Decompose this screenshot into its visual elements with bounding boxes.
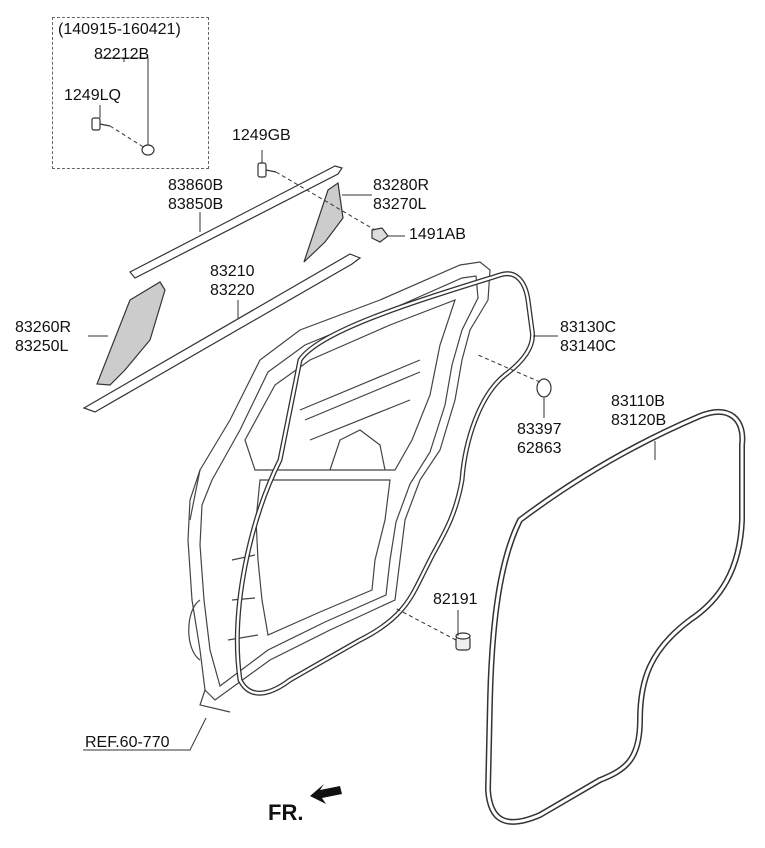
leader-lines <box>83 57 656 751</box>
outer-molding <box>129 165 343 279</box>
part-label-82212b: 82212B <box>94 46 150 63</box>
part-label-83130c: 83130C <box>560 319 617 336</box>
part-label-83260r: 83260R <box>15 319 72 336</box>
reference-label: REF.60-770 <box>85 734 170 751</box>
plug <box>536 378 552 398</box>
belt-molding <box>82 253 362 413</box>
front-garnish <box>96 281 166 386</box>
front-indicator-label: FR. <box>268 800 304 825</box>
part-label-83210: 83210 <box>210 263 255 280</box>
part-label-82191: 82191 <box>433 591 478 608</box>
part-label-1249lq: 1249LQ <box>64 87 121 104</box>
clip <box>371 227 389 243</box>
front-arrow-icon <box>310 784 342 804</box>
optional-part-box <box>52 17 209 169</box>
part-label-83860b: 83860B <box>168 177 224 194</box>
box-screw <box>91 117 111 131</box>
part-label-83850b: 83850B <box>168 196 224 213</box>
part-label-83280r: 83280R <box>373 177 430 194</box>
part-label-83140c: 83140C <box>560 338 617 355</box>
part-label-1249gb: 1249GB <box>232 127 291 144</box>
bolt <box>257 162 277 178</box>
part-label-83120b: 83120B <box>611 412 667 429</box>
part-label-83110b: 83110B <box>611 393 665 410</box>
part-label-62863: 62863 <box>517 440 562 457</box>
date-range-label: (140915-160421) <box>58 21 181 38</box>
part-label-1491ab: 1491AB <box>409 226 466 243</box>
rear-garnish <box>303 181 344 263</box>
part-label-83397: 83397 <box>517 421 562 438</box>
body-weatherstrip <box>484 408 746 825</box>
part-label-83270l: 83270L <box>373 196 427 213</box>
part-label-83250l: 83250L <box>15 338 69 355</box>
part-label-83220: 83220 <box>210 282 255 299</box>
door-weatherstrip <box>234 271 536 696</box>
bumper <box>455 632 471 651</box>
